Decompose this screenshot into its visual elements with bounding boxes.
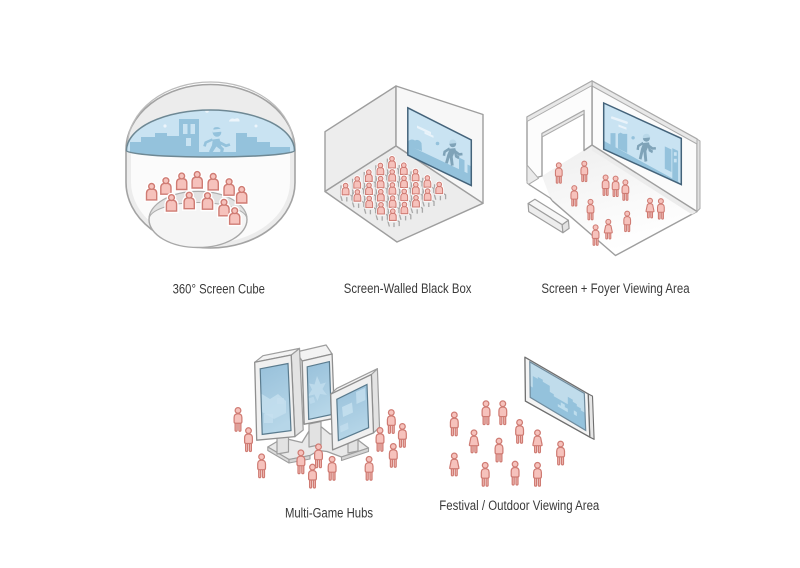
svg-text:Screen-Walled Black Box: Screen-Walled Black Box xyxy=(344,281,472,297)
svg-text:Screen + Foyer Viewing Area: Screen + Foyer Viewing Area xyxy=(541,281,689,297)
svg-text:Festival / Outdoor Viewing Are: Festival / Outdoor Viewing Area xyxy=(439,498,599,514)
svg-text:Multi-Game Hubs: Multi-Game Hubs xyxy=(285,506,373,522)
svg-text:360° Screen Cube: 360° Screen Cube xyxy=(173,281,265,297)
